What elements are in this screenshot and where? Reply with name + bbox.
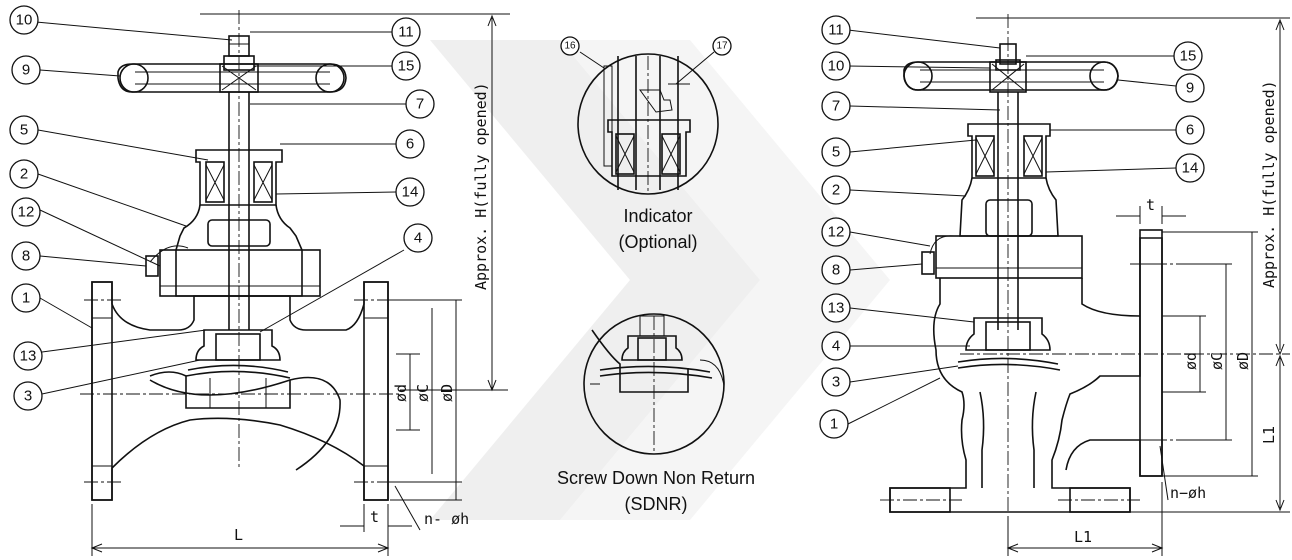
right-callout-9: 9 xyxy=(1175,73,1205,103)
svg-text:11: 11 xyxy=(398,24,414,41)
right-callout-1: 1 xyxy=(819,409,849,439)
right-callout-4: 4 xyxy=(821,331,851,361)
left-dim-C: øC xyxy=(414,384,432,402)
right-callout-11: 11 xyxy=(821,15,851,45)
svg-text:14: 14 xyxy=(1182,160,1199,177)
svg-text:12: 12 xyxy=(18,204,35,221)
svg-text:7: 7 xyxy=(832,98,840,115)
sdnr-caption-line1: Screw Down Non Return xyxy=(557,468,755,488)
left-callout-9: 9 xyxy=(11,55,41,85)
callout-16: 16 xyxy=(560,36,580,56)
right-callout-14: 14 xyxy=(1175,153,1205,183)
left-dim-t: t xyxy=(370,508,379,526)
svg-text:10: 10 xyxy=(16,12,33,29)
left-callout-15: 15 xyxy=(391,51,421,81)
svg-text:3: 3 xyxy=(832,374,840,391)
left-callout-10: 10 xyxy=(9,5,39,35)
indicator-caption-line1: Indicator xyxy=(623,206,692,226)
right-dim-D: øD xyxy=(1234,352,1252,370)
right-dim-L1-vertical: L1 xyxy=(1260,426,1278,444)
left-callout-2: 2 xyxy=(9,159,39,189)
svg-text:2: 2 xyxy=(20,166,28,183)
left-callout-11: 11 xyxy=(391,17,421,47)
svg-text:13: 13 xyxy=(20,348,37,365)
right-dim-nh: n−øh xyxy=(1170,484,1206,502)
right-dim-t: t xyxy=(1146,196,1155,214)
left-dim-d: ød xyxy=(392,384,410,402)
svg-text:11: 11 xyxy=(828,22,844,39)
svg-text:9: 9 xyxy=(22,62,30,79)
svg-text:16: 16 xyxy=(564,41,576,52)
left-callout-6: 6 xyxy=(395,129,425,159)
left-dim-nh: n- øh xyxy=(424,510,469,528)
right-callout-13: 13 xyxy=(821,293,851,323)
svg-text:4: 4 xyxy=(414,230,422,247)
svg-text:15: 15 xyxy=(1180,48,1197,65)
left-callout-12: 12 xyxy=(11,197,41,227)
svg-text:1: 1 xyxy=(22,290,30,307)
left-callout-8: 8 xyxy=(11,241,41,271)
svg-text:13: 13 xyxy=(828,300,845,317)
left-callout-1: 1 xyxy=(11,283,41,313)
svg-text:6: 6 xyxy=(1186,122,1194,139)
right-callout-5: 5 xyxy=(821,137,851,167)
left-dim-height: Approx. H(fully opened) xyxy=(472,82,490,290)
svg-text:8: 8 xyxy=(832,262,840,279)
svg-text:4: 4 xyxy=(832,338,840,355)
left-valve-view xyxy=(35,10,510,556)
right-dim-C: øC xyxy=(1208,352,1226,370)
indicator-caption-line2: (Optional) xyxy=(618,232,697,252)
right-callout-8: 8 xyxy=(821,255,851,285)
detail-indicator xyxy=(577,51,719,195)
right-callout-6: 6 xyxy=(1175,115,1205,145)
right-valve-view xyxy=(847,14,1290,556)
callout-17: 17 xyxy=(712,36,732,56)
svg-text:5: 5 xyxy=(832,144,840,161)
left-callout-14: 14 xyxy=(395,177,425,207)
left-callout-5: 5 xyxy=(9,115,39,145)
svg-text:15: 15 xyxy=(398,58,415,75)
svg-text:3: 3 xyxy=(24,388,32,405)
svg-text:8: 8 xyxy=(22,248,30,265)
right-dim-d: ød xyxy=(1182,352,1200,370)
svg-text:12: 12 xyxy=(828,224,845,241)
right-dim-L1-horizontal: L1 xyxy=(1074,528,1092,546)
sdnr-caption-line2: (SDNR) xyxy=(625,494,688,514)
svg-text:6: 6 xyxy=(406,136,414,153)
watermark xyxy=(430,40,890,520)
right-callout-15: 15 xyxy=(1173,41,1203,71)
left-callout-3: 3 xyxy=(13,381,43,411)
svg-text:10: 10 xyxy=(828,58,845,75)
svg-text:17: 17 xyxy=(716,41,728,52)
left-callout-7: 7 xyxy=(405,89,435,119)
right-dim-height: Approx. H(fully opened) xyxy=(1260,80,1278,288)
detail-sdnr xyxy=(583,313,725,455)
svg-text:14: 14 xyxy=(402,184,419,201)
svg-text:2: 2 xyxy=(832,182,840,199)
right-callout-2: 2 xyxy=(821,175,851,205)
right-callout-12: 12 xyxy=(821,217,851,247)
right-callout-10: 10 xyxy=(821,51,851,81)
right-callout-7: 7 xyxy=(821,91,851,121)
svg-text:9: 9 xyxy=(1186,80,1194,97)
left-callout-4: 4 xyxy=(403,223,433,253)
svg-text:1: 1 xyxy=(830,416,838,433)
svg-text:7: 7 xyxy=(416,96,424,113)
left-callout-13: 13 xyxy=(13,341,43,371)
left-dim-L: L xyxy=(234,526,243,544)
right-callout-3: 3 xyxy=(821,367,851,397)
svg-text:5: 5 xyxy=(20,122,28,139)
left-dim-D: øD xyxy=(438,384,456,402)
